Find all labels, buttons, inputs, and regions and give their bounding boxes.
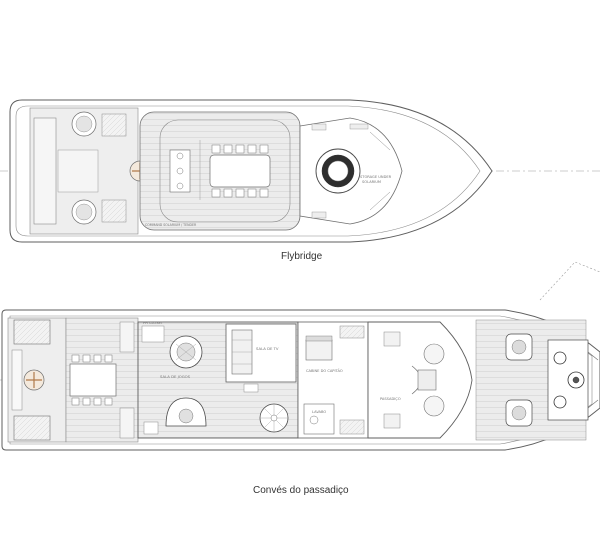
helm-chair-starboard: [423, 395, 445, 417]
label-cabine-capitao: CABINE DO CAPITÃO: [306, 368, 343, 373]
flybridge-title: Flybridge: [281, 251, 323, 262]
aft-bench-2: [11, 349, 23, 411]
fly-dining-table: [209, 154, 271, 188]
label-lavabo: LAVABO: [312, 410, 326, 414]
stair-starboard: [101, 199, 127, 223]
stair-port: [101, 113, 127, 137]
stair-aft-starboard: [13, 415, 51, 441]
label-storage: STORAGE UNDER: [360, 175, 392, 179]
sun-pad: [57, 149, 99, 193]
label-helm: COMMAND SOLARIUM / TENDER: [145, 223, 197, 227]
aft-dining-chairs: [71, 354, 113, 406]
captain-bed: [305, 339, 333, 361]
label-passadico: PASSADIÇO: [380, 397, 401, 401]
flybridge-bulwark: [15, 105, 481, 237]
label-sala-jogos: SALA DE JOGOS: [160, 374, 191, 379]
helm-chair-port: [423, 343, 445, 365]
bridge-deck-plan: PH CLOSET SALA DE JOGOS SALA DE TV CABIN…: [0, 261, 600, 451]
bridge-deck-title: Convés do passadiço: [253, 485, 349, 496]
aft-dining-table: [69, 363, 117, 397]
aft-bench: [33, 117, 57, 225]
lavabo-room: [303, 403, 335, 435]
fly-dining-chairs: [211, 144, 269, 198]
label-storage-2: SOLARIUM: [362, 180, 381, 184]
ph-closet: [141, 325, 165, 343]
label-ph-closet: PH CLOSET: [143, 321, 164, 325]
flybridge-bench-outline: [159, 119, 291, 223]
helm-console: [417, 369, 437, 391]
flybridge-plan: STORAGE UNDER SOLARIUM COMMAND SOLARIUM …: [0, 99, 600, 243]
label-sala-tv: SALA DE TV: [256, 346, 279, 351]
stair-aft-port: [13, 319, 51, 345]
